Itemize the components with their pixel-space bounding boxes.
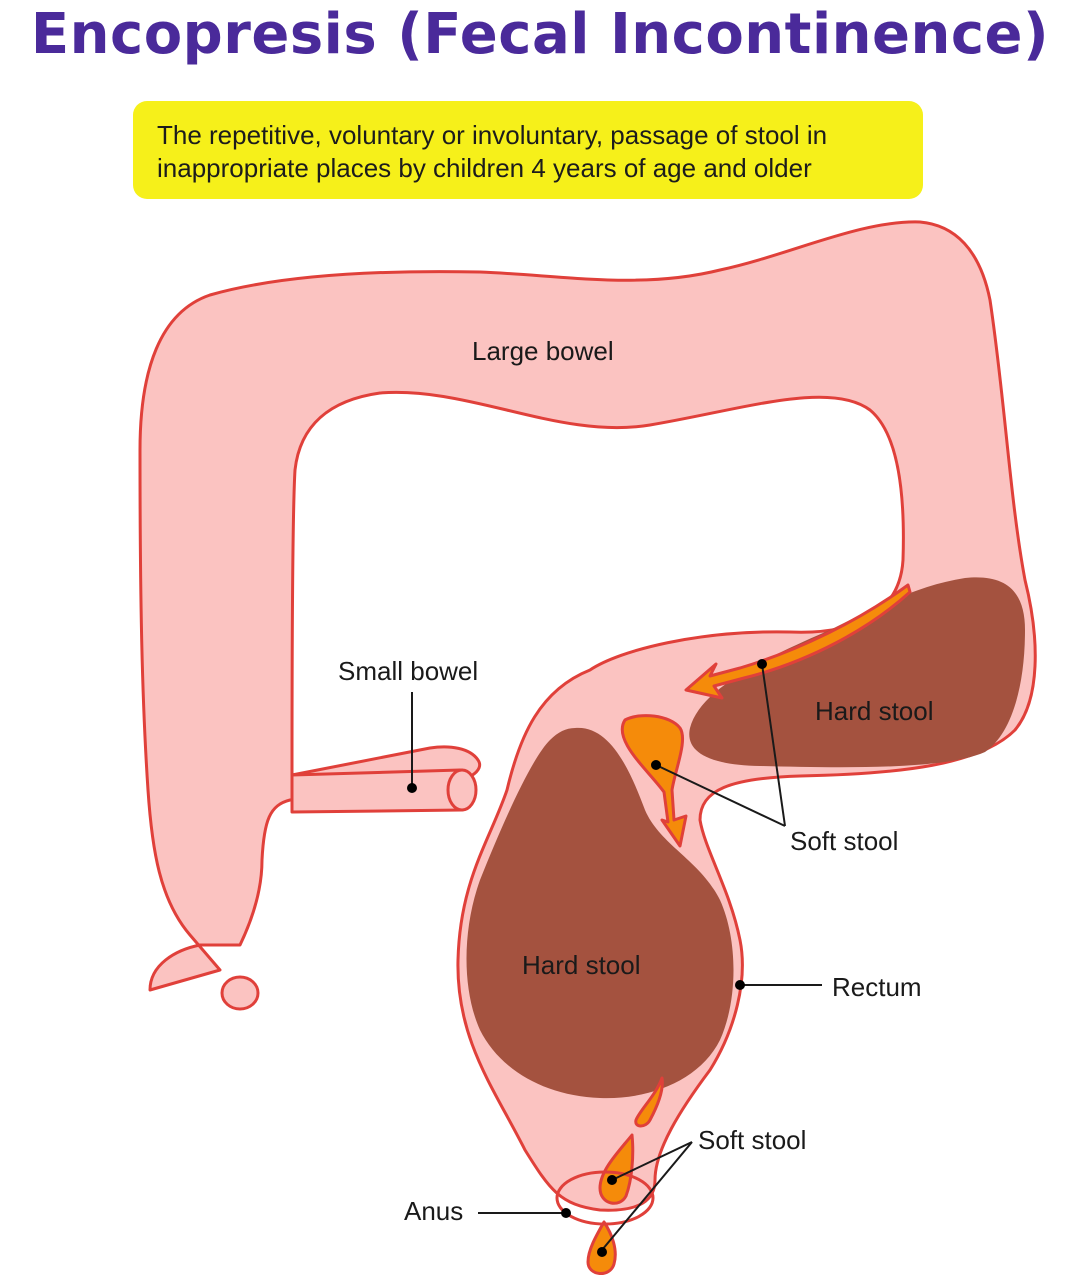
soft-stool-drop-2 <box>598 1133 635 1205</box>
soft-stool-lower-leader-a <box>611 1141 693 1181</box>
label-soft-stool-lower: Soft stool <box>698 1125 806 1155</box>
small-bowel <box>290 768 475 814</box>
colon-end-opening <box>220 975 260 1011</box>
anus-opening <box>555 1170 655 1226</box>
soft-stool-upper-leader-a <box>761 663 786 827</box>
soft-stool-upper-leader-b <box>655 764 786 827</box>
soft-stool-arrow-middle <box>621 714 688 848</box>
label-small-bowel: Small bowel <box>338 656 478 686</box>
definition-line-1: The repetitive, voluntary or involuntary… <box>157 120 828 150</box>
rectum-dot <box>735 980 745 990</box>
soft-stool-upper-dot-b <box>651 760 661 770</box>
soft-stool-lower-dot-b <box>597 1247 607 1257</box>
label-rectum: Rectum <box>832 972 922 1002</box>
soft-stool-arrow-upper <box>684 583 912 700</box>
hard-stool-upper <box>689 577 1025 768</box>
hard-stool-lower <box>466 727 734 1099</box>
soft-stool-drop-1 <box>634 1076 664 1128</box>
label-large-bowel: Large bowel <box>472 336 614 366</box>
page-title: Encopresis (Fecal Incontinence) <box>30 2 1050 67</box>
definition-box: The repetitive, voluntary or involuntary… <box>133 101 923 199</box>
leader-lines <box>411 663 822 1251</box>
soft-stool-lower-leader-b <box>601 1141 693 1251</box>
small-bowel-dot <box>407 783 417 793</box>
soft-stool-upper-dot-a <box>757 659 767 669</box>
label-hard-stool-upper: Hard stool <box>815 696 934 726</box>
label-anus: Anus <box>404 1196 463 1226</box>
label-soft-stool-upper: Soft stool <box>790 826 898 856</box>
soft-stool-lower-dot-a <box>607 1175 617 1185</box>
large-bowel <box>138 220 1037 1212</box>
anus-dot <box>561 1208 571 1218</box>
definition-line-2: inappropriate places by children 4 years… <box>157 153 812 183</box>
label-hard-stool-lower: Hard stool <box>522 950 641 980</box>
small-bowel-opening <box>446 768 478 812</box>
leader-dots <box>407 659 767 1257</box>
